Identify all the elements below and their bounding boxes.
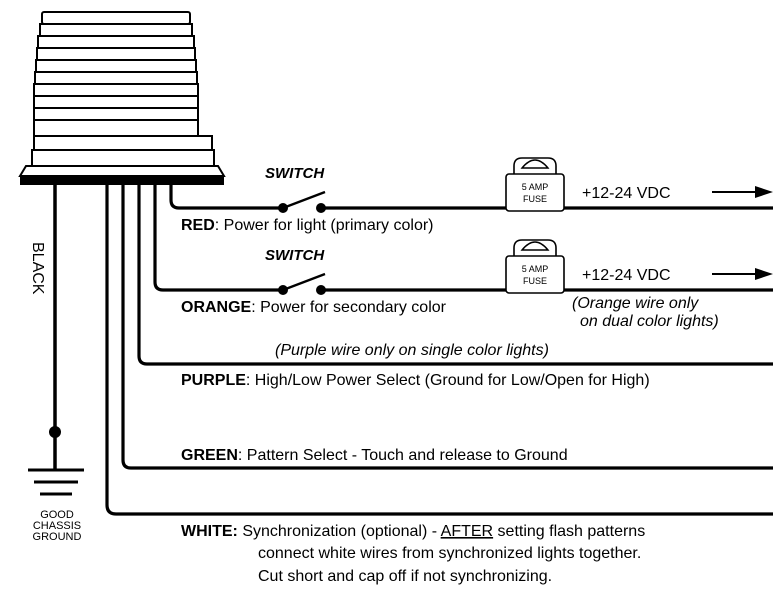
white-wire-name: WHITE: <box>181 523 238 540</box>
green-wire-label: GREEN: Pattern Select - Touch and releas… <box>181 447 568 464</box>
red-fuse-rating: 5 AMP <box>522 182 549 192</box>
orange-supply-label: +12-24 VDC <box>582 267 671 284</box>
orange-switch-label: SWITCH <box>265 247 325 264</box>
white-wire-desc-underlined: AFTER <box>441 523 493 540</box>
orange-fuse-icon <box>505 239 565 294</box>
white-wire-desc-pre: Synchronization (optional) - <box>238 523 441 540</box>
purple-wire-label: PURPLE: High/Low Power Select (Ground fo… <box>181 372 650 389</box>
red-switch-icon <box>278 190 326 213</box>
black-wire <box>28 185 84 496</box>
red-fuse-label: FUSE <box>523 194 547 204</box>
ground-label: GOOD CHASSIS GROUND <box>33 509 82 543</box>
orange-wire-lead <box>153 185 283 292</box>
orange-fuse-rating: 5 AMP <box>522 264 549 274</box>
red-switch-label: SWITCH <box>265 165 325 182</box>
green-wire-desc: : Pattern Select - Touch and release to … <box>238 447 568 464</box>
green-wire-name: GREEN <box>181 447 238 464</box>
purple-wire <box>137 185 773 366</box>
white-wire-label: WHITE: Synchronization (optional) - AFTE… <box>181 523 645 540</box>
orange-wire-label: ORANGE: Power for secondary color <box>181 299 447 316</box>
red-wire-name: RED <box>181 217 215 234</box>
purple-note: (Purple wire only on single color lights… <box>275 342 549 359</box>
orange-supply-arrow-icon <box>712 268 773 280</box>
orange-wire-desc: : Power for secondary color <box>251 299 446 316</box>
red-wire-lead <box>169 185 283 210</box>
black-wire-label: BLACK <box>29 242 46 295</box>
orange-wire-name: ORANGE <box>181 299 252 316</box>
red-fuse-icon <box>505 157 565 212</box>
orange-fuse-label: FUSE <box>523 276 547 286</box>
white-wire-desc-post: setting flash patterns <box>493 523 645 540</box>
beacon-light-icon <box>18 11 226 185</box>
white-wire-line2: connect white wires from synchronized li… <box>258 545 641 562</box>
red-wire-desc: : Power for light (primary color) <box>215 217 434 234</box>
red-supply-label: +12-24 VDC <box>582 185 671 202</box>
orange-note-line2: on dual color lights) <box>580 313 719 330</box>
purple-wire-desc: : High/Low Power Select (Ground for Low/… <box>246 372 650 389</box>
orange-note-line1: (Orange wire only <box>572 295 699 312</box>
ground-label-line1: GOOD <box>40 509 74 521</box>
white-wire <box>105 185 773 516</box>
ground-label-line2: CHASSIS <box>33 520 81 532</box>
purple-wire-name: PURPLE <box>181 372 246 389</box>
orange-switch-icon <box>278 272 326 295</box>
ground-label-line3: GROUND <box>33 531 82 543</box>
red-supply-arrow-icon <box>712 186 773 198</box>
red-wire-label: RED: Power for light (primary color) <box>181 217 434 234</box>
green-wire <box>121 185 773 470</box>
white-wire-line3: Cut short and cap off if not synchronizi… <box>258 568 552 585</box>
